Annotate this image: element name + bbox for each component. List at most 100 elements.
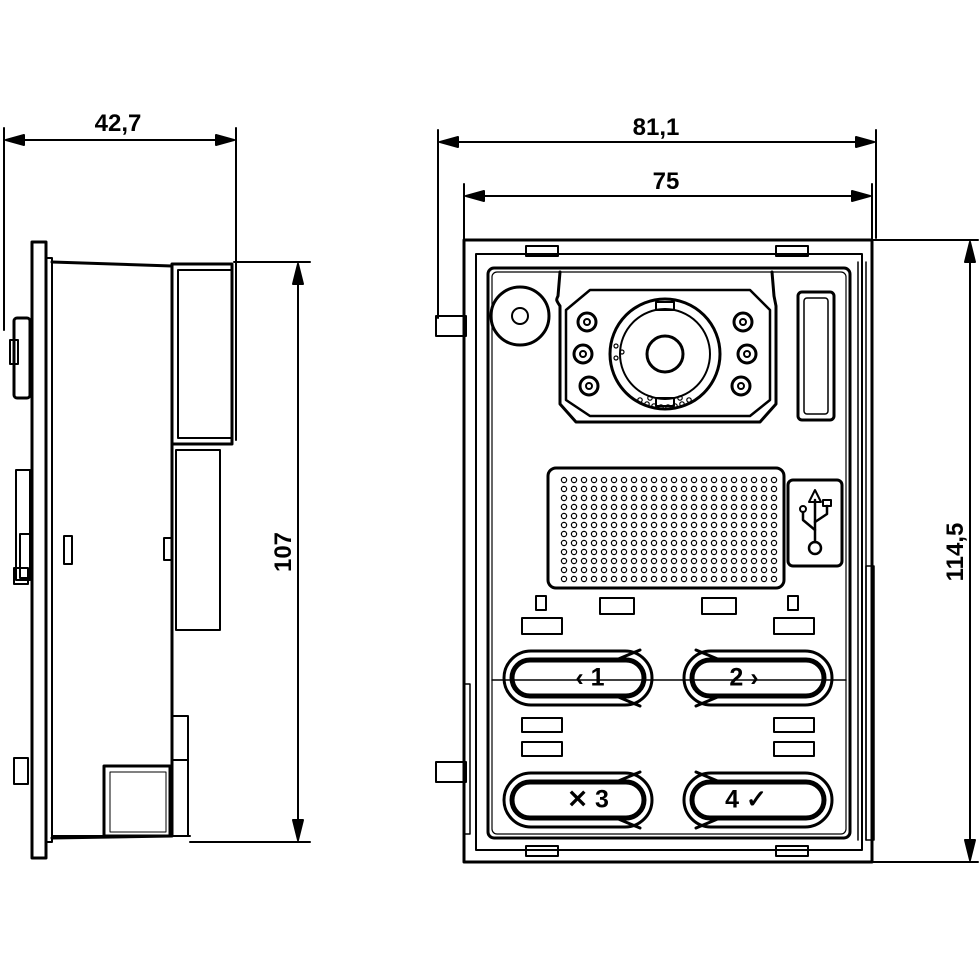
grille-hole xyxy=(630,503,638,511)
grille-hole xyxy=(570,557,578,565)
grille-hole xyxy=(620,512,628,520)
grille-hole xyxy=(680,512,688,520)
grille-hole xyxy=(560,503,568,511)
grille-hole xyxy=(770,530,778,538)
grille-hole xyxy=(710,485,718,493)
grille-hole xyxy=(670,521,678,529)
grille-hole xyxy=(700,485,708,493)
grille-hole xyxy=(650,494,658,502)
grille-hole xyxy=(710,575,718,583)
grille-hole xyxy=(650,557,658,565)
grille-hole xyxy=(730,530,738,538)
grille-hole xyxy=(670,548,678,556)
grille-hole xyxy=(600,539,608,547)
grille-hole xyxy=(690,566,698,574)
grille-hole xyxy=(600,494,608,502)
grille-hole xyxy=(680,557,688,565)
grille-hole xyxy=(570,494,578,502)
grille-hole xyxy=(600,521,608,529)
button-1-label: ‹ 1 xyxy=(575,663,605,692)
grille-hole xyxy=(720,557,728,565)
grille-hole xyxy=(640,530,648,538)
grille-hole xyxy=(730,476,738,484)
call-button-1[interactable] xyxy=(502,648,654,708)
grille-hole xyxy=(660,521,668,529)
grille-hole xyxy=(720,521,728,529)
grille-hole xyxy=(660,530,668,538)
grille-hole xyxy=(590,494,598,502)
grille-hole xyxy=(570,575,578,583)
grille-hole xyxy=(580,503,588,511)
grille-hole xyxy=(740,485,748,493)
grille-hole xyxy=(620,557,628,565)
grille-hole xyxy=(750,485,758,493)
grille-hole xyxy=(590,575,598,583)
grille-hole xyxy=(770,512,778,520)
call-button-2[interactable] xyxy=(682,648,834,708)
grille-hole xyxy=(730,485,738,493)
grille-hole xyxy=(740,530,748,538)
grille-hole xyxy=(590,548,598,556)
grille-hole xyxy=(760,530,768,538)
grille-hole xyxy=(700,476,708,484)
grille-hole xyxy=(630,512,638,520)
grille-hole xyxy=(630,521,638,529)
grille-hole xyxy=(560,512,568,520)
grille-hole xyxy=(630,476,638,484)
grille-hole xyxy=(770,575,778,583)
grille-hole xyxy=(560,530,568,538)
grille-hole xyxy=(770,476,778,484)
grille-hole xyxy=(770,521,778,529)
side-dimension-lines xyxy=(3,127,311,843)
grille-hole xyxy=(570,476,578,484)
grille-hole xyxy=(660,503,668,511)
front-view xyxy=(435,238,875,864)
grille-hole xyxy=(770,566,778,574)
grille-hole xyxy=(640,566,648,574)
grille-hole xyxy=(710,557,718,565)
grille-hole xyxy=(590,503,598,511)
grille-hole xyxy=(720,548,728,556)
grille-hole xyxy=(750,566,758,574)
display-window xyxy=(796,290,836,422)
grille-hole xyxy=(760,476,768,484)
grille-hole xyxy=(690,521,698,529)
grille-hole xyxy=(610,476,618,484)
front-dimension-lines xyxy=(437,129,979,863)
grille-hole xyxy=(720,512,728,520)
grille-hole xyxy=(640,575,648,583)
grille-hole xyxy=(610,494,618,502)
grille-hole xyxy=(690,512,698,520)
grille-hole xyxy=(620,566,628,574)
grille-hole xyxy=(740,557,748,565)
grille-hole xyxy=(770,557,778,565)
call-button-3[interactable] xyxy=(502,770,654,830)
grille-hole xyxy=(710,530,718,538)
grille-hole xyxy=(590,530,598,538)
grille-hole xyxy=(600,557,608,565)
grille-hole xyxy=(740,512,748,520)
grille-hole xyxy=(720,485,728,493)
grille-hole xyxy=(570,530,578,538)
grille-hole xyxy=(750,530,758,538)
grille-hole xyxy=(630,539,638,547)
grille-hole xyxy=(580,548,588,556)
dimension-front-height-label: 114,5 xyxy=(942,522,969,582)
grille-hole xyxy=(600,476,608,484)
grille-hole xyxy=(680,485,688,493)
grille-hole xyxy=(640,539,648,547)
grille-hole xyxy=(580,494,588,502)
grille-hole xyxy=(770,503,778,511)
grille-hole xyxy=(610,530,618,538)
grille-hole xyxy=(700,503,708,511)
grille-hole xyxy=(700,557,708,565)
grille-hole xyxy=(560,548,568,556)
grille-hole xyxy=(700,548,708,556)
grille-hole xyxy=(680,503,688,511)
grille-hole xyxy=(720,575,728,583)
grille-hole xyxy=(670,503,678,511)
grille-hole xyxy=(620,575,628,583)
grille-hole xyxy=(760,503,768,511)
grille-hole xyxy=(680,539,688,547)
call-button-4[interactable] xyxy=(682,770,834,830)
